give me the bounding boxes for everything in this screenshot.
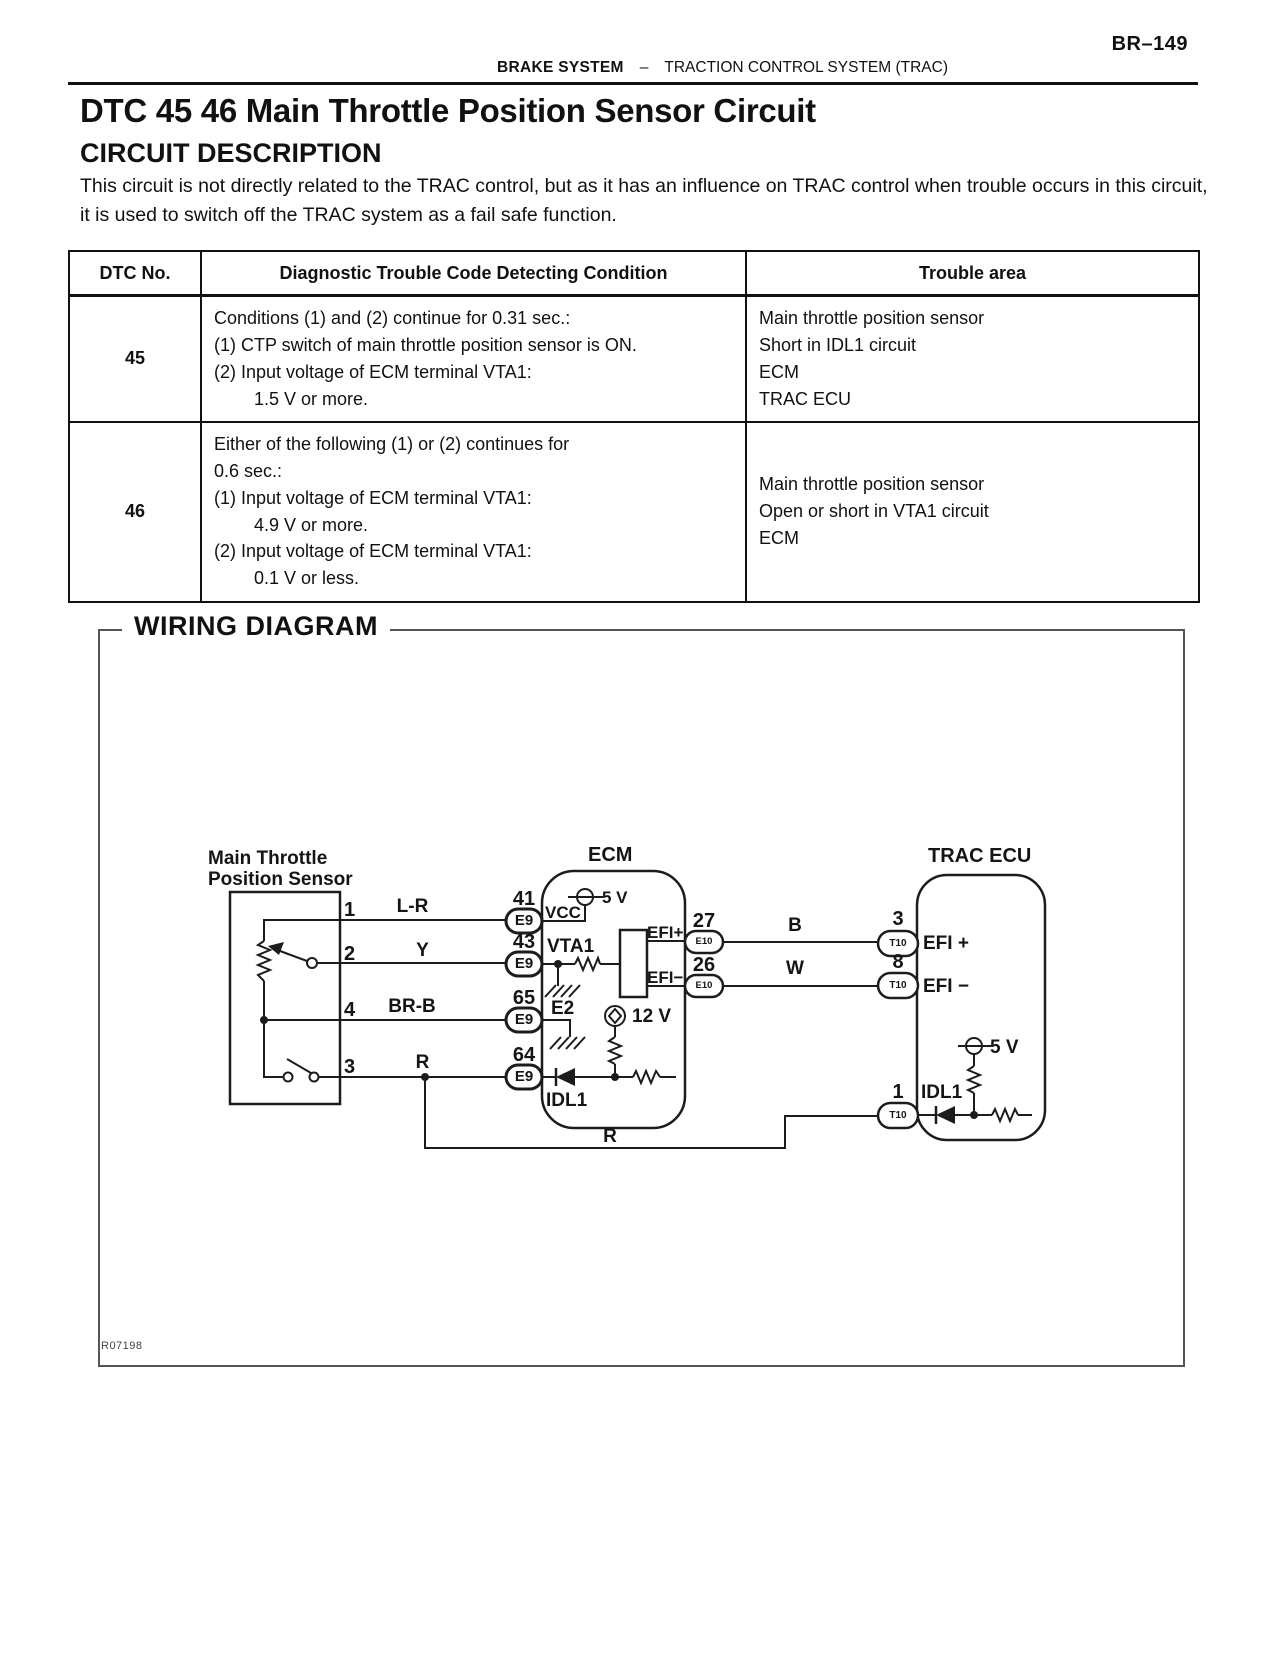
header-rule xyxy=(68,82,1198,85)
trouble-cell: Main throttle position sensor Open or sh… xyxy=(745,420,1200,603)
wire-label-lr: L-R xyxy=(396,896,429,917)
breadcrumb: BRAKE SYSTEM–TRACTION CONTROL SYSTEM (TR… xyxy=(497,59,948,77)
trac-pin-3: 3 xyxy=(892,908,904,930)
header-trouble-area: Trouble area xyxy=(745,250,1200,297)
wire-label-brb: BR-B xyxy=(388,996,436,1017)
sensor-pin-4: 4 xyxy=(344,999,356,1021)
sensor-pin-3: 3 xyxy=(344,1056,356,1078)
trac-5v-label: 5 V xyxy=(990,1037,1019,1058)
table-header-row: DTC No. Diagnostic Trouble Code Detectin… xyxy=(68,250,1200,297)
dtc-number: 46 xyxy=(68,420,202,603)
sensor-pin-1: 1 xyxy=(344,899,356,921)
page-title: DTC 45 46 Main Throttle Position Sensor … xyxy=(80,92,816,129)
connector-label-e9: E9 xyxy=(514,955,534,972)
ecm-vcc-label: VCC xyxy=(545,903,581,922)
sensor-label: Main Throttle Position Sensor xyxy=(208,848,353,890)
connector-label-e9: E9 xyxy=(514,1068,534,1085)
ecm-efi-plus-label: EFI+ xyxy=(647,923,684,942)
table-row: 46 Either of the following (1) or (2) co… xyxy=(68,420,1200,603)
ecm-pin-65: 65 xyxy=(512,987,536,1009)
ecm-5v-label: 5 V xyxy=(602,888,628,907)
wiring-diagram-frame xyxy=(98,629,1185,1367)
ecm-efi-minus-label: EFI− xyxy=(647,968,684,987)
ecm-e2-label: E2 xyxy=(551,998,575,1019)
wire-label-y: Y xyxy=(416,940,429,961)
page-number: BR–149 xyxy=(1111,33,1188,55)
ecm-pin-41: 41 xyxy=(512,888,536,910)
breadcrumb-subsection: TRACTION CONTROL SYSTEM (TRAC) xyxy=(664,59,948,76)
condition-cell: Either of the following (1) or (2) conti… xyxy=(200,420,747,603)
dtc-number: 45 xyxy=(68,294,202,423)
table-row: 45 Conditions (1) and (2) continue for 0… xyxy=(68,294,1200,423)
wire-label-r: R xyxy=(415,1052,430,1073)
wire-label-b: B xyxy=(788,915,802,936)
section-title: CIRCUIT DESCRIPTION xyxy=(80,138,382,168)
trac-pin-1: 1 xyxy=(892,1081,904,1103)
ecm-vta1-label: VTA1 xyxy=(547,936,595,957)
breadcrumb-separator: – xyxy=(639,59,649,76)
sensor-pin-2: 2 xyxy=(344,943,356,965)
dtc-table: DTC No. Diagnostic Trouble Code Detectin… xyxy=(68,250,1200,603)
wire-label-r-bottom: R xyxy=(603,1126,617,1147)
connector-label-e9: E9 xyxy=(514,1011,534,1028)
figure-id: R07198 xyxy=(101,1340,143,1352)
trac-efi-minus-label: EFI − xyxy=(923,976,969,997)
ecm-idl1-label: IDL1 xyxy=(546,1090,588,1111)
ecm-pin-27: 27 xyxy=(692,910,716,932)
trac-pin-8: 8 xyxy=(892,951,904,973)
trouble-cell: Main throttle position sensor Short in I… xyxy=(745,294,1200,423)
trac-ecu-title: TRAC ECU xyxy=(928,845,1032,867)
connector-label-t10: T10 xyxy=(889,1110,907,1121)
trac-idl1-label: IDL1 xyxy=(921,1082,963,1103)
ecm-title: ECM xyxy=(588,844,633,866)
ecm-pin-26: 26 xyxy=(692,954,716,976)
condition-cell: Conditions (1) and (2) continue for 0.31… xyxy=(200,294,747,423)
breadcrumb-section: BRAKE SYSTEM xyxy=(497,59,624,76)
connector-label-t10: T10 xyxy=(889,980,907,991)
circuit-description: This circuit is not directly related to … xyxy=(80,175,1208,226)
ecm-12v-label: 12 V xyxy=(632,1006,672,1027)
ecm-pin-64: 64 xyxy=(512,1044,536,1066)
connector-label-e10: E10 xyxy=(695,980,713,991)
ecm-pin-43: 43 xyxy=(512,931,536,953)
connector-label-e9: E9 xyxy=(514,912,534,929)
wire-label-w: W xyxy=(786,958,804,979)
header-dtc-no: DTC No. xyxy=(68,250,202,297)
trac-efi-plus-label: EFI + xyxy=(923,933,969,954)
connector-label-t10: T10 xyxy=(889,938,907,949)
wiring-diagram-title: WIRING DIAGRAM xyxy=(122,608,390,644)
connector-label-e10: E10 xyxy=(695,936,713,947)
header-condition: Diagnostic Trouble Code Detecting Condit… xyxy=(200,250,747,297)
